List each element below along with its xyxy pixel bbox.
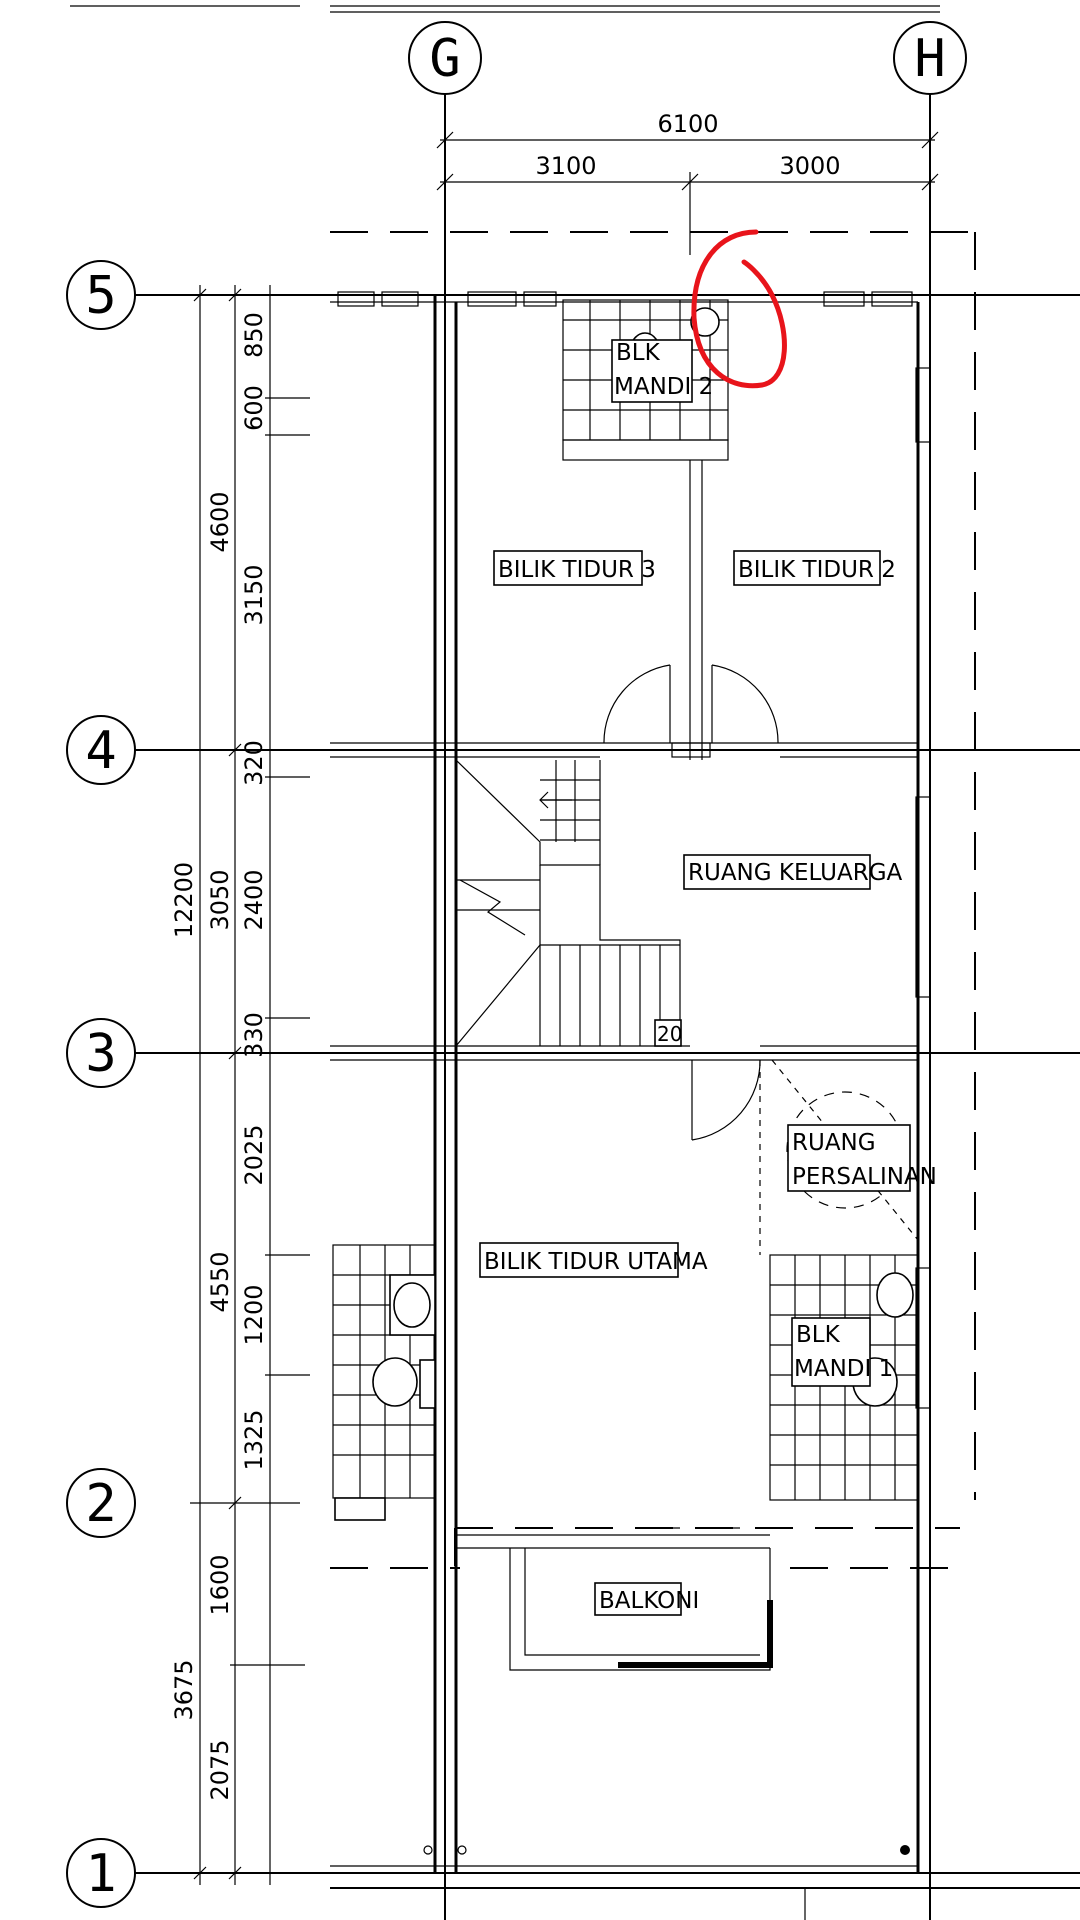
room-blk-mandi-2-line2: MANDI 2 (614, 374, 713, 400)
bathroom-2: BLK MANDI 2 (562, 299, 729, 461)
grid-marker-2: 2 (66, 1468, 136, 1538)
dim-2400: 2400 (240, 869, 268, 930)
room-balkoni: BALKONI (599, 1588, 699, 1614)
grid-marker-1: 1 (66, 1838, 136, 1908)
room-ruang-persalinan-line1: RUANG (792, 1130, 876, 1156)
exterior-walls (330, 295, 920, 1873)
room-blk-mandi-1-line2: MANDI 1 (794, 1356, 893, 1382)
walk-in-wardrobe: RUANG PERSALINAN (759, 1059, 937, 1255)
left-dimension-chain: 850 600 4600 3150 320 12200 3050 2400 33… (170, 285, 310, 1885)
dim-top-left: 3100 (535, 152, 596, 180)
bottom-details (423, 1845, 910, 1920)
dim-850: 850 (240, 312, 268, 358)
dim-3050: 3050 (206, 869, 234, 930)
dim-1325: 1325 (240, 1409, 268, 1470)
room-ruang-keluarga: RUANG KELUARGA (688, 860, 903, 886)
dim-4550: 4550 (206, 1251, 234, 1312)
dim-top-right: 3000 (779, 152, 840, 180)
room-bilik-tidur-3: BILIK TIDUR 3 (498, 557, 656, 583)
dim-3150: 3150 (240, 564, 268, 625)
eave-dashed-outline (330, 231, 976, 1569)
master-bedroom-door (691, 1059, 761, 1141)
dim-1200: 1200 (240, 1284, 268, 1345)
stair-tag: 20 (657, 1022, 682, 1046)
red-markup-circle (691, 229, 787, 389)
grid-label-5: 5 (85, 266, 116, 326)
room-blk-mandi-1-line1: BLK (796, 1322, 841, 1348)
grid-marker-h: H (893, 21, 967, 95)
bedroom-doors (603, 664, 779, 744)
room-bilik-tidur-utama: BILIK TIDUR UTAMA (484, 1249, 708, 1275)
dim-3675: 3675 (170, 1659, 198, 1720)
top-dimension-chain: 6100 3100 3000 (436, 110, 939, 255)
grid-marker-4: 4 (66, 715, 136, 785)
dim-top-total: 6100 (657, 110, 718, 138)
right-windows (915, 367, 931, 1409)
dim-330: 330 (240, 1012, 268, 1058)
grid-marker-g: G (408, 21, 482, 95)
grid-label-h: H (914, 29, 945, 89)
room-blk-mandi-2-line1: BLK (616, 340, 661, 366)
room-ruang-persalinan-line2: PERSALINAN (792, 1164, 937, 1190)
grid-label-3: 3 (85, 1024, 116, 1084)
left-bath-wing (332, 1244, 436, 1521)
grid-label-4: 4 (85, 721, 116, 781)
staircase: 20 (455, 759, 682, 1047)
grid-label-2: 2 (85, 1474, 116, 1534)
grid-marker-3: 3 (66, 1018, 136, 1088)
top-windows (337, 291, 913, 307)
dim-320: 320 (240, 740, 268, 786)
grid-label-g: G (429, 29, 460, 89)
dim-4600: 4600 (206, 491, 234, 552)
dim-12200: 12200 (170, 862, 198, 938)
grid-label-1: 1 (85, 1844, 116, 1904)
top-scan-strip (70, 5, 940, 13)
balcony: BALKONI (456, 1527, 773, 1671)
dim-1600: 1600 (206, 1554, 234, 1615)
room-bilik-tidur-2: BILIK TIDUR 2 (738, 557, 896, 583)
bedroom-partition (671, 460, 711, 760)
grid-marker-5: 5 (66, 260, 136, 330)
grid-lines (135, 94, 1080, 1920)
bathroom-1: BLK MANDI 1 (769, 1254, 919, 1501)
dim-2025: 2025 (240, 1124, 268, 1185)
dim-600: 600 (240, 385, 268, 431)
dim-2075: 2075 (206, 1739, 234, 1800)
